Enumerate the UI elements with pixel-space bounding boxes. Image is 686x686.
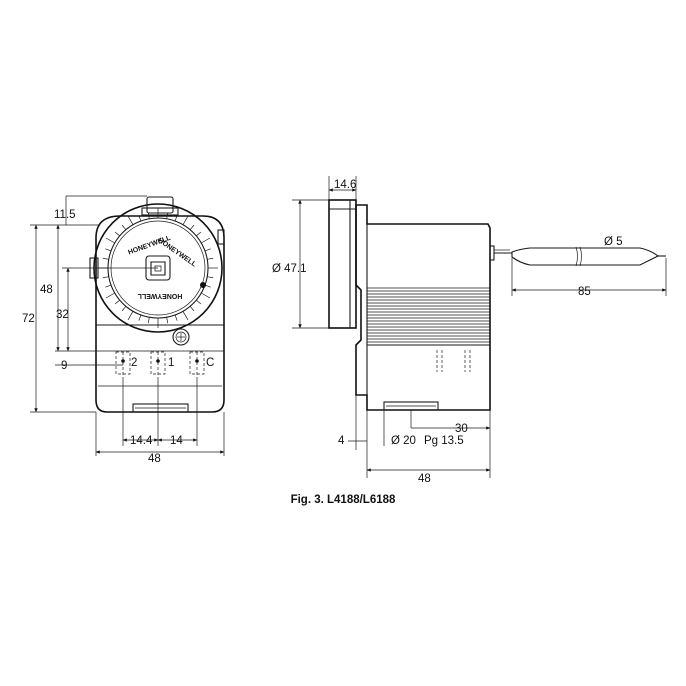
dim-width-48: 48 bbox=[148, 453, 161, 465]
dim-conduit-30: 30 bbox=[455, 423, 468, 435]
dial-tick bbox=[201, 237, 211, 244]
dial-tick bbox=[207, 257, 214, 260]
dim-spacing-14-4: 14.4 bbox=[130, 435, 153, 447]
dim-entry-diameter: Ø 20 bbox=[391, 435, 416, 447]
dial-tick bbox=[174, 215, 178, 222]
dial-tick bbox=[147, 212, 150, 219]
housing-ribs bbox=[367, 287, 490, 343]
dial-tick bbox=[114, 299, 120, 305]
front-view: HONEYWELL HONEYWELL HONEYWELL 2 1 bbox=[22, 195, 225, 465]
dial-tick bbox=[105, 284, 112, 288]
dial-tick bbox=[174, 314, 178, 321]
terminal-label-2: 2 bbox=[131, 357, 137, 369]
dial-tick bbox=[127, 215, 134, 225]
bottom-slot bbox=[132, 403, 189, 413]
dial-tick bbox=[189, 224, 195, 230]
dial-tick bbox=[196, 299, 202, 305]
terminal-label-1: 1 bbox=[168, 357, 174, 369]
dial-tick bbox=[147, 317, 150, 324]
dim-gland-pg: Pg 13.5 bbox=[424, 435, 464, 447]
dim-top-11-5: 11.5 bbox=[54, 209, 76, 221]
dial-tick bbox=[204, 248, 211, 252]
dial-tick bbox=[166, 212, 169, 219]
dim-thickness-14-6: 14.6 bbox=[334, 179, 356, 191]
sensor-bulb bbox=[511, 247, 660, 266]
dim-depth-48: 48 bbox=[418, 473, 431, 485]
dim-bulb-diameter: Ø 5 bbox=[604, 236, 623, 248]
terminal-1: 1 bbox=[150, 351, 174, 378]
dial-tick bbox=[166, 317, 169, 324]
dim-bottom-9: 9 bbox=[61, 360, 67, 372]
dim-height-72: 72 bbox=[22, 313, 35, 325]
side-terminals bbox=[436, 350, 471, 372]
front-body-outline bbox=[95, 215, 225, 413]
side-dial-plate bbox=[328, 199, 357, 329]
dial-tick bbox=[127, 311, 134, 321]
side-housing bbox=[355, 204, 491, 411]
dial-tick bbox=[121, 306, 127, 312]
side-view: 14.6 Ø 47.1 Ø 5 85 4 30 Ø 20 Pg 13.5 48 bbox=[272, 176, 667, 485]
dial-tick bbox=[182, 311, 189, 321]
dial-tick bbox=[105, 237, 115, 244]
dim-diameter-47-1: Ø 47.1 bbox=[272, 263, 307, 275]
terminal-c: C bbox=[189, 351, 214, 378]
dim-height-48: 48 bbox=[40, 284, 53, 296]
dial-tick bbox=[138, 215, 142, 222]
dial-ticks bbox=[98, 208, 218, 328]
dial-tick bbox=[138, 314, 142, 321]
dial-tick bbox=[196, 231, 202, 237]
dial-brand-top2: HONEYWELL bbox=[157, 237, 198, 269]
dial-tick bbox=[189, 306, 195, 312]
dial-tick bbox=[207, 276, 214, 279]
dial-brand-bottom: HONEYWELL bbox=[137, 292, 182, 299]
dim-spacing-14: 14 bbox=[170, 435, 183, 447]
dial-tick bbox=[201, 292, 211, 299]
dial-tick bbox=[102, 276, 109, 279]
dial-tick bbox=[121, 224, 127, 230]
indicator-dot bbox=[200, 282, 206, 288]
dim-offset-4: 4 bbox=[338, 435, 345, 447]
dial-tick bbox=[105, 292, 115, 299]
figure-caption: Fig. 3. L4188/L6188 bbox=[290, 494, 396, 506]
dial-tick bbox=[114, 231, 120, 237]
dim-height-32: 32 bbox=[56, 309, 69, 321]
dial-tick bbox=[105, 248, 112, 252]
terminal-label-c: C bbox=[206, 357, 214, 369]
dial-tick bbox=[102, 257, 109, 260]
screw-icon bbox=[172, 328, 190, 346]
dim-bulb-length-85: 85 bbox=[578, 286, 591, 298]
dial-tick bbox=[182, 215, 189, 225]
